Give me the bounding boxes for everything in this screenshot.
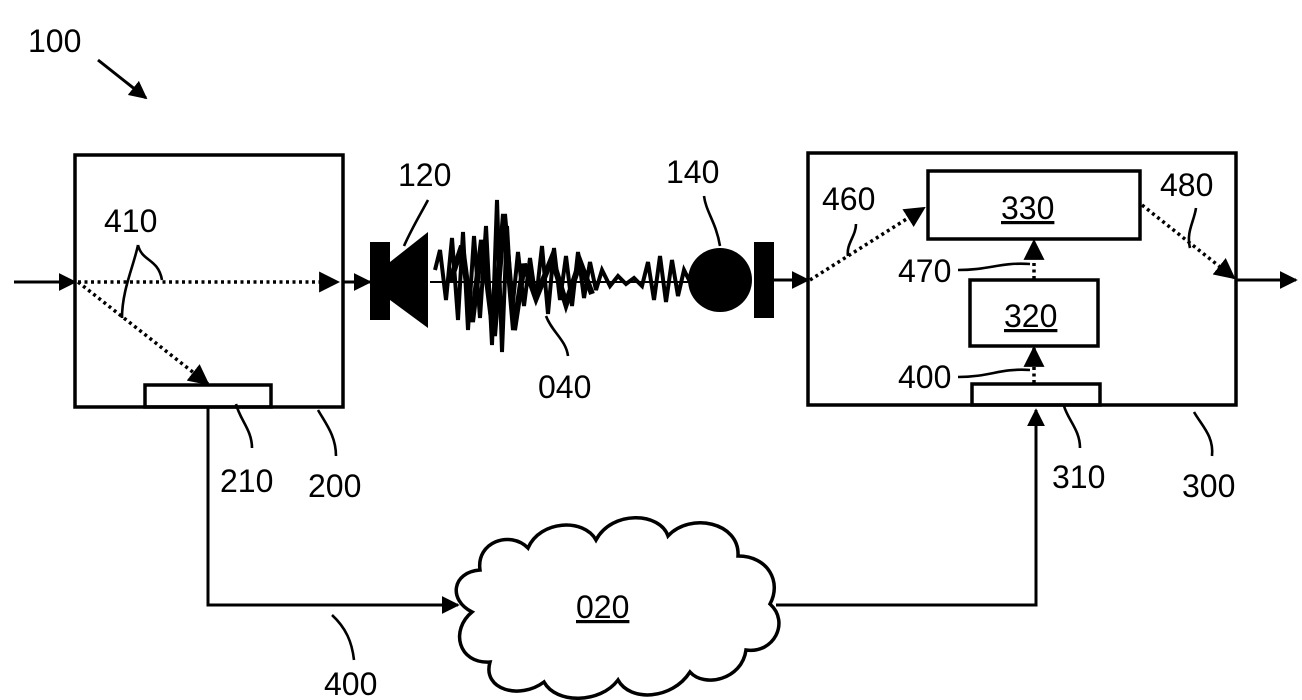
leader-040	[544, 315, 570, 357]
leader-300	[1192, 411, 1214, 457]
system-pointer-arrow	[97, 58, 148, 100]
label-470: 470	[898, 253, 951, 289]
label-020: 020	[576, 589, 629, 625]
dotted-path-460	[809, 206, 926, 282]
leader-310	[1062, 405, 1082, 449]
sound-wave-icon	[430, 199, 692, 353]
network-link-left	[206, 408, 460, 614]
leader-410-a	[136, 244, 164, 281]
leader-400-bottom	[331, 614, 356, 661]
dotted-path-to-module	[76, 280, 210, 386]
label-310: 310	[1052, 459, 1105, 495]
label-200: 200	[308, 468, 361, 504]
system-label-100: 100	[28, 23, 81, 59]
leader-470	[957, 262, 1031, 272]
network-cloud-icon	[454, 516, 781, 700]
label-460: 460	[822, 181, 875, 217]
label-210: 210	[220, 463, 273, 499]
speaker-icon	[370, 232, 428, 328]
leader-120	[402, 199, 430, 247]
leader-480	[1187, 207, 1198, 249]
microphone-icon	[688, 242, 774, 318]
leader-410-b	[120, 244, 140, 319]
label-120: 120	[398, 157, 451, 193]
right-module-310-box	[970, 382, 1102, 407]
label-480: 480	[1160, 167, 1213, 203]
leader-210	[234, 403, 254, 449]
label-330: 330	[1001, 190, 1054, 226]
network-link-right	[776, 408, 1045, 607]
label-040: 040	[538, 369, 591, 405]
label-140: 140	[666, 154, 719, 190]
leader-140	[702, 195, 722, 247]
left-device-module-box	[143, 383, 273, 409]
leader-200	[316, 409, 338, 457]
leader-400-right	[957, 368, 1031, 379]
label-300: 300	[1182, 468, 1235, 504]
leader-460	[846, 223, 858, 257]
label-410: 410	[104, 203, 157, 239]
label-320: 320	[1004, 298, 1057, 334]
label-400-bottom: 400	[324, 666, 377, 700]
label-400-right: 400	[898, 359, 951, 395]
